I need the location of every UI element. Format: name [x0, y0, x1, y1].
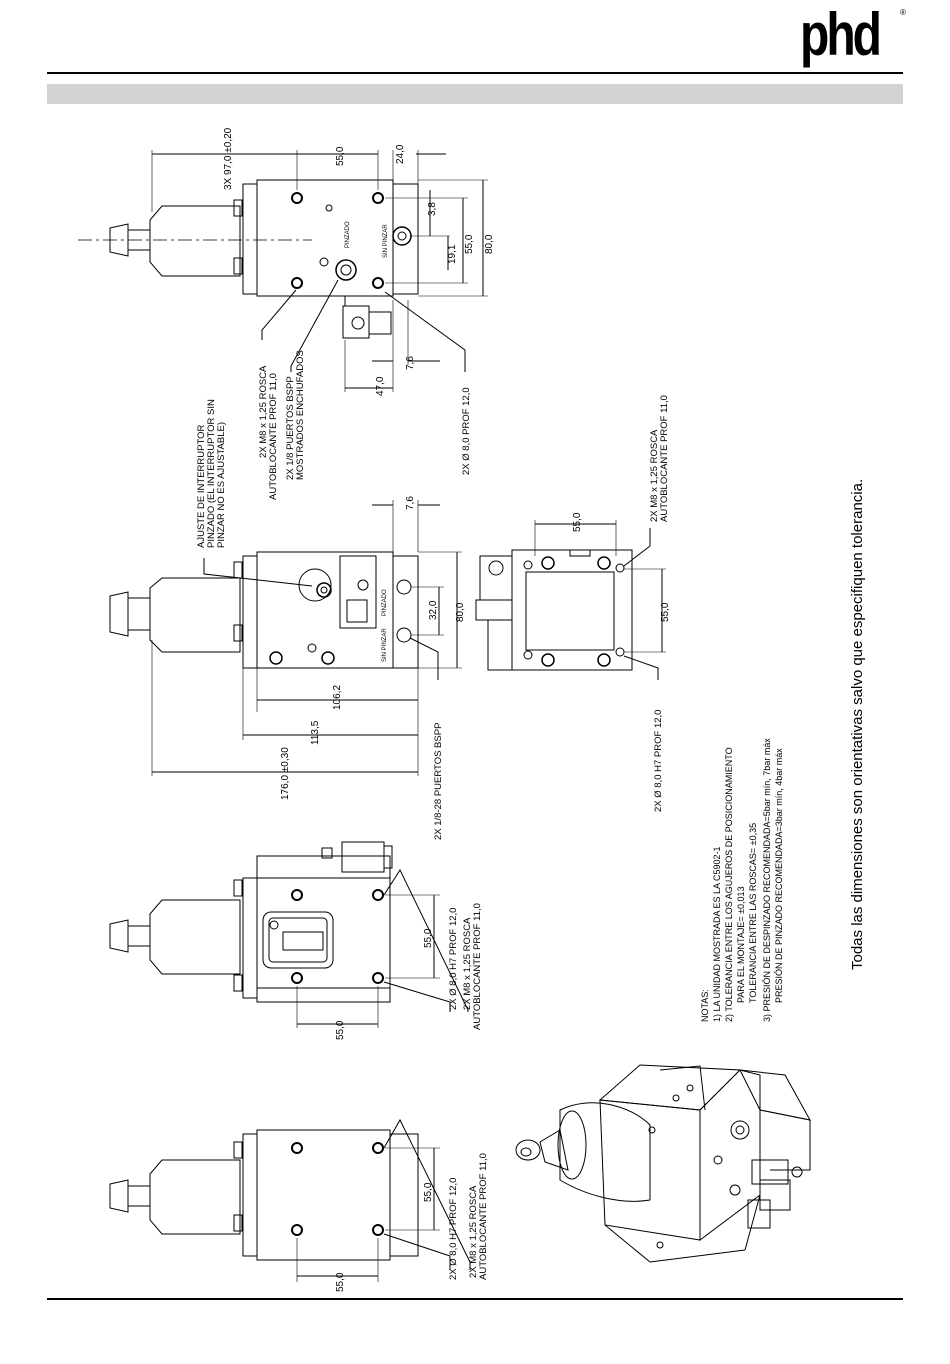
view-bottom: 55,0 55,0 2X Ø 8,0 H7 PROF 12,0 2X M8 x …: [109, 1118, 489, 1292]
callout-m8-a: 2X M8 x 1,25 ROSCA: [258, 365, 269, 458]
note-2c: TOLERANCIA ENTRE LAS ROSCAS= ±0,35: [748, 823, 758, 1003]
callout-h7-v4: 2X Ø 8,0 H7 PROF 12,0: [448, 1178, 459, 1280]
footer-rule: [47, 1298, 903, 1300]
switch-label-pinzado: PINZADO: [345, 221, 351, 248]
dim-55-v3-bottom: 55,0: [335, 1020, 346, 1040]
dim-55-right: 55,0: [464, 234, 475, 254]
dim-19-1: 19,1: [447, 244, 458, 264]
dim-55-end-top: 55,0: [572, 512, 583, 532]
callout-m8-v3-a: 2X M8 x 1,25 ROSCA: [462, 917, 473, 1010]
callout-h7-end: 2X Ø 8,0 H7 PROF 12,0: [653, 710, 664, 812]
dim-7-6-mid: 7,6: [405, 496, 416, 510]
callout-m8-end-a: 2X M8 x 1,25 ROSCA: [649, 429, 660, 522]
notes-title: NOTAS:: [700, 989, 710, 1022]
note-2b: PARA EL MONTAJE= ±0,013: [736, 886, 746, 1003]
callout-ajuste-b: PINZADO (EL INTERRUPTOR SIN: [206, 399, 217, 548]
dim-106-2: 106,2: [332, 685, 343, 710]
registered-mark: ®: [900, 8, 906, 17]
callout-m8-v3-b: AUTOBLOCANTE PROF 11,0: [472, 903, 483, 1030]
callout-m8-v4-a: 2X M8 x 1,25 ROSCA: [468, 1185, 479, 1278]
switch-label-sin-pinzar-mid: SIN PINZAR: [382, 628, 388, 662]
dim-113-5: 113,5: [310, 720, 321, 745]
dim-47: 47,0: [375, 376, 386, 396]
view-top: 3X 97,0 ±0,20 55,0 24,0 3,8 19,1 55,0 80…: [78, 127, 495, 548]
dim-24: 24,0: [395, 144, 406, 164]
callout-ajuste-c: PINZAR NO ES AJUSTABLE): [216, 422, 227, 548]
dim-55-end-right: 55,0: [660, 602, 671, 622]
notes-block: NOTAS: 1) LA UNIDAD MOSTRADA ES LA C5902…: [700, 738, 784, 1022]
callout-ajuste-a: AJUSTE DE INTERRUPTOR: [196, 425, 207, 548]
callout-bspp-a: 2X 1/8 PUERTOS BSPP: [285, 376, 296, 480]
callout-m8-end-b: AUTOBLOCANTE PROF 11,0: [659, 395, 670, 522]
view-side: 7,6 32,0 80,0 106,2 113,5 176,0 ±0,30 PI…: [109, 496, 466, 840]
footer-tolerance-note: Todas las dimensiones son orientativas s…: [849, 479, 866, 970]
note-3b: PRESIÓN DE PINZADO RECOMENDADA=3bar mín,…: [774, 748, 784, 1003]
callout-hole-8: 2X Ø 8,0 PROF 12,0: [461, 387, 472, 475]
isometric-view: [515, 1064, 811, 1263]
dim-55-v3-right: 55,0: [423, 928, 434, 948]
callout-bspp-b: MOSTRADOS ENCHUFADOS: [295, 350, 306, 480]
view-front: 55,0 55,0 2X Ø 8,0 H7 PROF 12,0 2X M8 x …: [109, 841, 483, 1040]
title-band: [47, 84, 903, 104]
dim-3-8: 3,8: [427, 202, 438, 216]
callout-h7-v3: 2X Ø 8,0 H7 PROF 12,0: [448, 908, 459, 1010]
switch-label-pinzado-mid: PINZADO: [382, 589, 388, 616]
view-end: 55,0 55,0 2X M8 x 1,25 ROSCA AUTOBLOCANT…: [475, 395, 671, 812]
dim-80-right: 80,0: [484, 234, 495, 254]
dim-55-v4-right: 55,0: [423, 1182, 434, 1202]
note-3a: 3) PRESIÓN DE DESPINZADO RECOMENDADA=5ba…: [762, 738, 772, 1022]
phd-logo: phd ®: [800, 2, 910, 70]
dim-55-v4-bottom: 55,0: [335, 1272, 346, 1292]
dim-55-top: 55,0: [335, 146, 346, 166]
callout-ports: 2X 1/8-28 PUERTOS BSPP: [433, 723, 444, 840]
logo-wordmark: phd: [800, 2, 882, 69]
dim-7-6-top: 7,6: [405, 356, 416, 370]
header-rule: [47, 72, 903, 74]
dim-80-mid: 80,0: [455, 602, 466, 622]
callout-m8-v4-b: AUTOBLOCANTE PROF 11,0: [478, 1153, 489, 1280]
note-1: 1) LA UNIDAD MOSTRADA ES LA C5902-1: [712, 846, 722, 1022]
dim-176: 176,0 ±0,30: [280, 747, 291, 800]
switch-label-sin-pinzar: SIN PINZAR: [383, 224, 389, 258]
callout-m8-b: AUTOBLOCANTE PROF 11,0: [268, 373, 279, 500]
dim-3x-97: 3X 97,0 ±0,20: [223, 127, 234, 190]
note-2a: 2) TOLERANCIA ENTRE LOS AGUJEROS DE POSI…: [724, 747, 734, 1022]
dim-32: 32,0: [428, 600, 439, 620]
